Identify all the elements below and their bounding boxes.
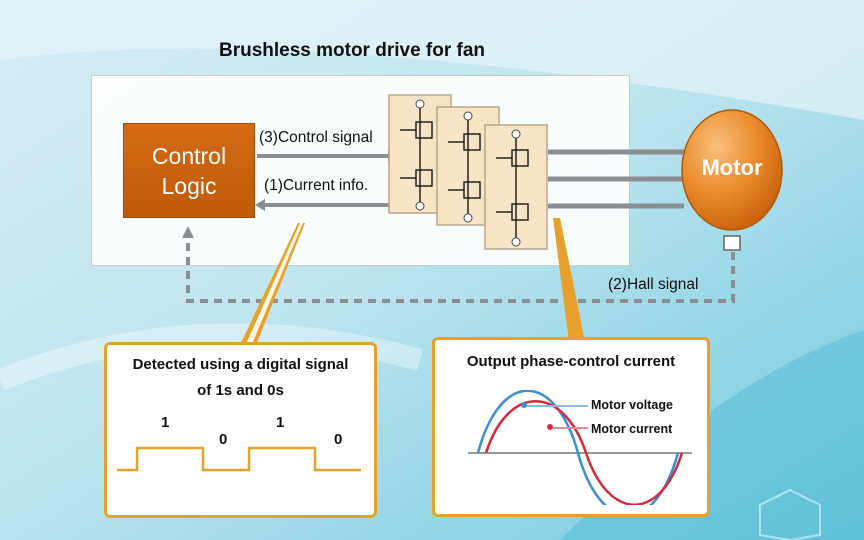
inverter-boards [388,94,548,250]
current-info-label: (1)Current info. [264,177,369,194]
bit-label-2: 0 [219,431,228,448]
legend-motor-current: Motor current [591,422,673,436]
transistor-board-3 [484,124,548,250]
hall-signal-label: (2)Hall signal [608,276,699,293]
bit-label-4: 0 [334,431,343,448]
digital-callout-line2: of 1s and 0s [197,382,284,399]
control-logic-line1: Control [151,142,227,169]
control-logic-line2: Logic [161,172,217,199]
phase-waveform [468,390,692,505]
control-logic-block: Control Logic [123,123,255,218]
digital-signal-callout [104,342,377,518]
bit-label-1: 1 [161,414,170,431]
digital-callout-line1: Detected using a digital signal [132,356,349,373]
motor-graphic [681,109,783,251]
control-signal-label: (3)Control signal [259,129,373,146]
phase-callout-title: Output phase-control current [466,353,676,370]
bit-label-3: 1 [276,414,285,431]
motor-label: Motor [701,155,763,180]
digital-waveform [117,446,361,472]
legend-motor-voltage: Motor voltage [591,398,673,412]
diagram-title: Brushless motor drive for fan [218,40,486,61]
